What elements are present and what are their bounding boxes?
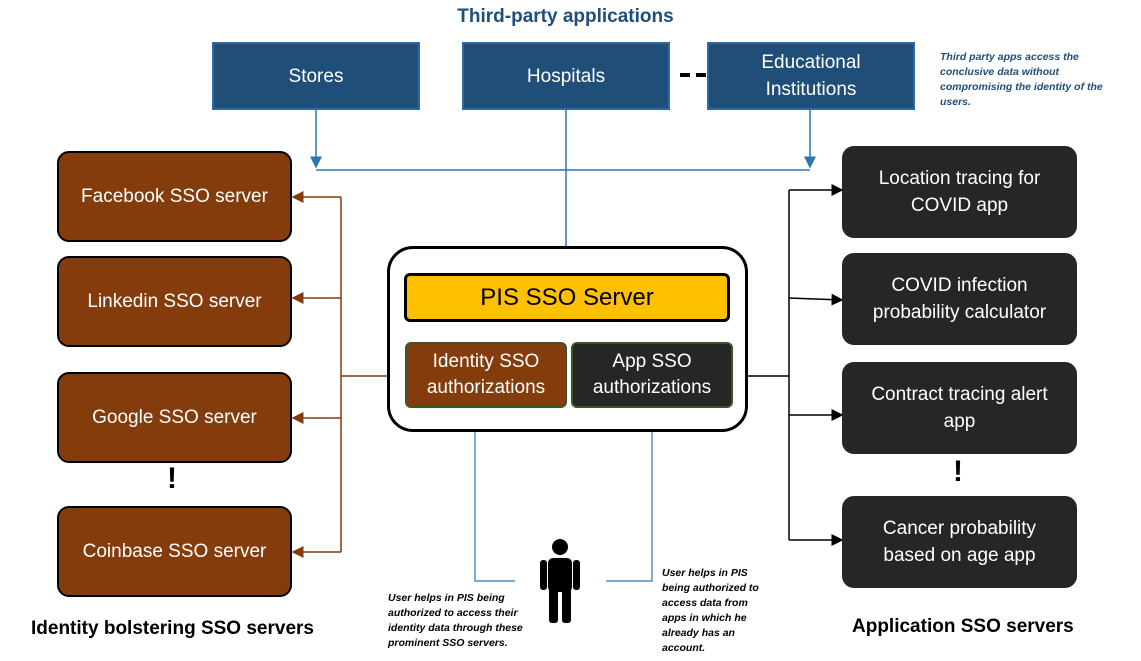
facebook-sso-server: Facebook SSO server [57,151,292,242]
app-ellipsis: ! [953,455,963,488]
app-servers-label: Application SSO servers [852,616,1074,637]
coinbase-sso-server: Coinbase SSO server [57,506,292,597]
app-connectors [733,184,844,546]
third-party-heading: Third-party applications [457,6,674,27]
educational-institutions-box: Educational Institutions [707,42,915,110]
identity-sso-authorizations: Identity SSO authorizations [405,342,567,408]
cancer-probability-app: Cancer probability based on age app [842,496,1077,588]
identity-ellipsis: ! [167,462,177,495]
user-note-right: User helps in PIS being authorized to ac… [662,567,759,654]
app-sso-authorizations: App SSO authorizations [571,342,733,408]
covid-infection-calculator: COVID infection probability calculator [842,253,1077,345]
location-tracing-app: Location tracing for COVID app [842,146,1077,238]
stores-box: Stores [212,42,420,110]
user-icon [540,539,580,623]
contract-tracing-app: Contract tracing alert app [842,362,1077,454]
pis-sso-server-title: PIS SSO Server [404,273,730,322]
google-sso-server: Google SSO server [57,372,292,463]
linkedin-sso-server: Linkedin SSO server [57,256,292,347]
hospitals-box: Hospitals [462,42,670,110]
identity-connectors [291,191,405,558]
third-party-note: Third party apps access the conclusive d… [940,51,1103,108]
user-connectors [470,408,657,582]
identity-servers-label: Identity bolstering SSO servers [31,618,314,639]
third-party-connectors [310,110,816,274]
user-note-left: User helps in PIS being authorized to ac… [388,592,523,649]
